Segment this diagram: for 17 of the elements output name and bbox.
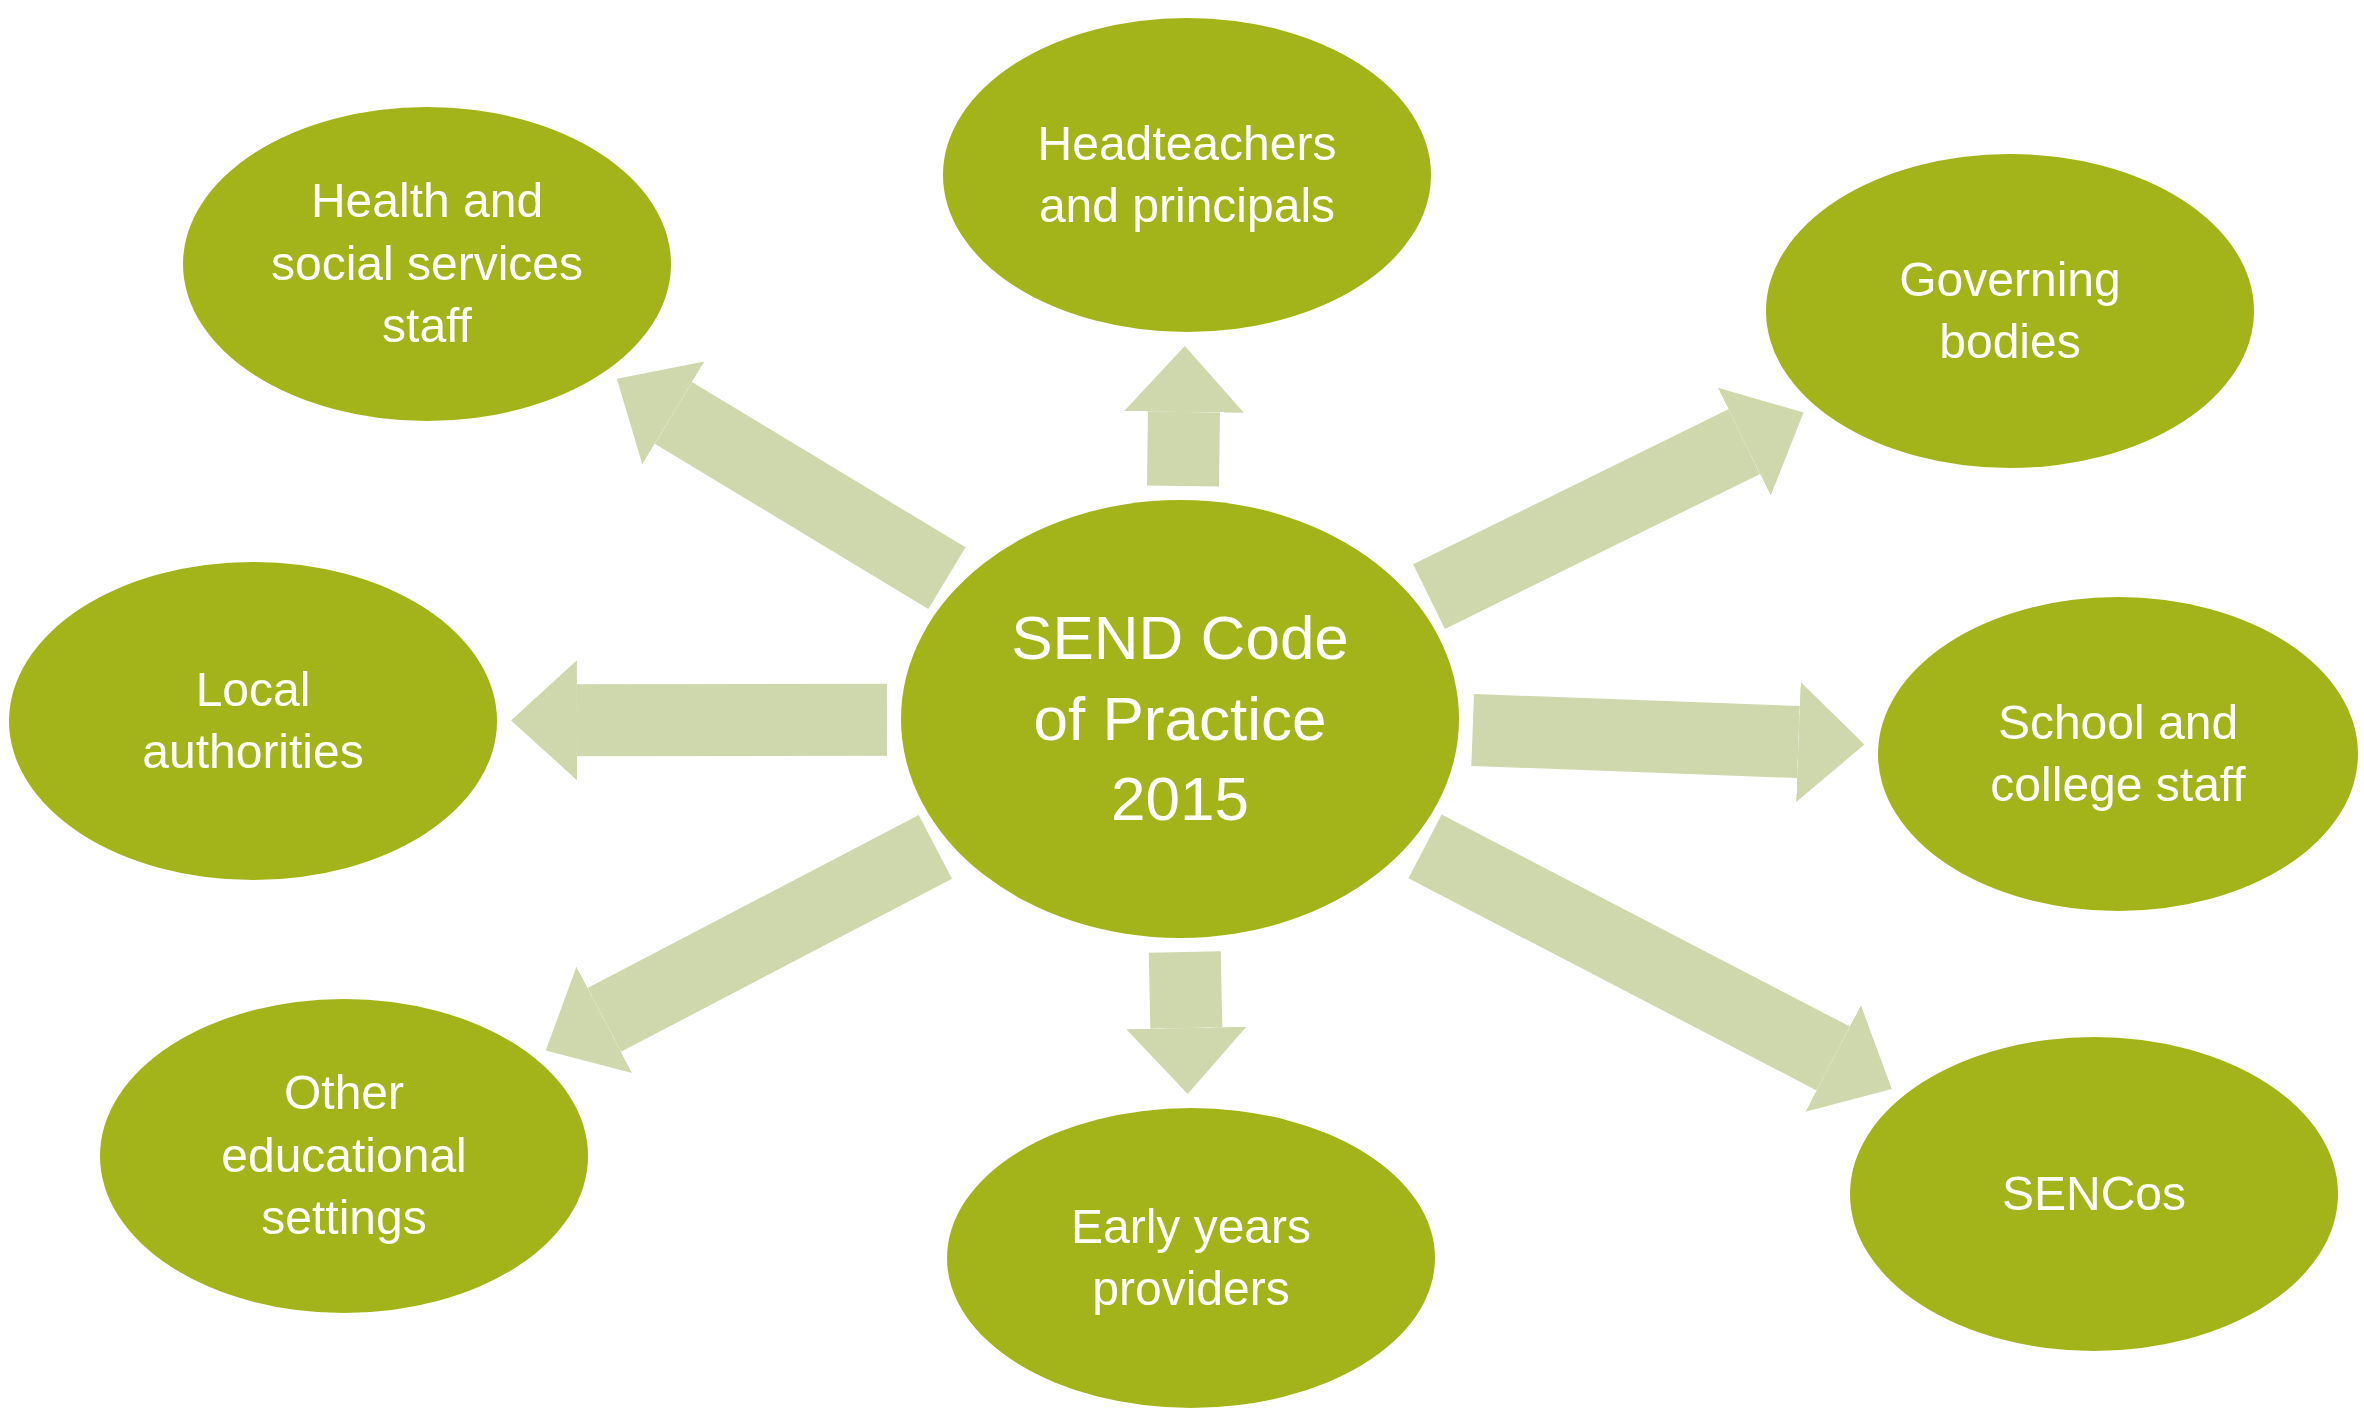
block-arrow — [1471, 682, 1865, 803]
block-arrow — [1408, 814, 1892, 1112]
block-arrow — [545, 814, 953, 1074]
block-arrow — [1126, 951, 1247, 1094]
node-label: Health and social services staff — [269, 173, 585, 355]
node-label: Local authorities — [141, 661, 365, 780]
block-arrow — [616, 361, 966, 609]
node-label: Early years providers — [1069, 1198, 1313, 1317]
node-label: SEND Code of Practice 2015 — [1010, 602, 1350, 836]
node-label: School and college staff — [1989, 694, 2247, 813]
block-arrow — [1123, 346, 1244, 487]
node-label: Other educational settings — [220, 1065, 468, 1247]
node-label: Governing bodies — [1898, 251, 2122, 370]
node-label: Headteachers and principals — [1036, 115, 1338, 234]
block-arrow — [1413, 387, 1804, 629]
block-arrow — [511, 660, 888, 781]
node-label: SENCos — [2001, 1165, 2187, 1222]
